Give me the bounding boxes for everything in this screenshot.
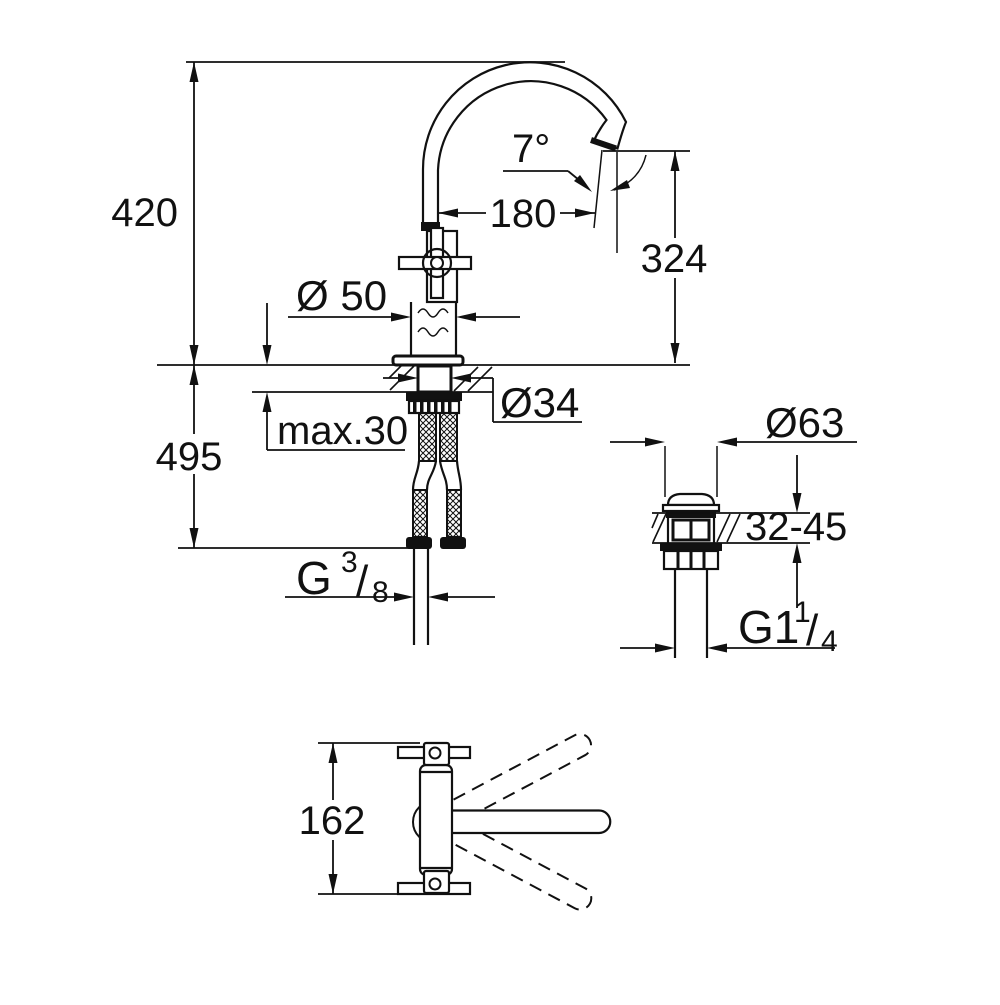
popup-waste bbox=[660, 492, 722, 658]
swivel-spout-upper bbox=[453, 733, 592, 821]
dimension-32-45: 32-45 bbox=[745, 455, 847, 608]
dimension-495: 495 bbox=[156, 365, 223, 548]
dimension-7deg: 7° bbox=[503, 127, 647, 253]
hose-right-connector bbox=[440, 537, 466, 549]
handle-screw bbox=[430, 256, 444, 270]
label-g38-slash: / bbox=[356, 557, 369, 606]
body-column bbox=[409, 302, 458, 356]
outlet-angle-line bbox=[593, 149, 603, 229]
supply-hoses bbox=[406, 412, 466, 645]
label-dia50: Ø 50 bbox=[296, 272, 387, 319]
spout-plan bbox=[436, 809, 612, 835]
dimension-324: 324 bbox=[603, 150, 710, 363]
handle-assembly bbox=[397, 222, 473, 304]
label-324: 324 bbox=[641, 237, 708, 281]
label-180: 180 bbox=[490, 192, 557, 236]
label-g114-numerator: 1 bbox=[794, 596, 811, 629]
body-plan bbox=[418, 763, 454, 877]
handle-hub bbox=[421, 247, 453, 279]
handle-plan-bottom bbox=[396, 869, 472, 896]
hose-right-upper bbox=[439, 412, 458, 462]
dimension-max30: max.30 bbox=[262, 303, 408, 453]
dimension-162: 162 bbox=[299, 742, 428, 895]
label-420: 420 bbox=[111, 191, 178, 235]
label-dia63: Ø63 bbox=[765, 399, 844, 446]
handle-plan-top bbox=[396, 741, 472, 767]
front-view: 420 495 max.30 bbox=[111, 61, 710, 645]
label-495: 495 bbox=[156, 435, 223, 479]
waste-cap-flange bbox=[661, 503, 721, 513]
hose-left-lower bbox=[412, 489, 428, 538]
waste-flange-nut bbox=[660, 543, 722, 551]
handle-screw-bottom bbox=[428, 877, 442, 891]
label-g38-numerator: 3 bbox=[341, 546, 358, 579]
dimension-420: 420 bbox=[111, 62, 199, 365]
dimension-180: 180 bbox=[438, 192, 595, 236]
dimension-g114: G1 1 / 4 bbox=[620, 596, 838, 658]
top-view: 162 bbox=[299, 733, 612, 911]
waste-cap-dome bbox=[666, 492, 716, 507]
label-g38-prefix: G bbox=[296, 552, 332, 604]
deck-section bbox=[651, 512, 810, 544]
label-7deg: 7° bbox=[512, 127, 550, 171]
dimension-dia34: Ø34 bbox=[383, 373, 582, 426]
dimension-g38: G 3 / 8 bbox=[285, 546, 495, 609]
spout-collar bbox=[421, 222, 440, 231]
hose-left-upper bbox=[418, 412, 437, 462]
mounting-area bbox=[388, 354, 493, 415]
dimension-dia50: Ø 50 bbox=[288, 272, 520, 322]
label-32-45: 32-45 bbox=[745, 505, 847, 549]
hose-right-lower bbox=[446, 489, 462, 538]
label-g114-prefix: G1 bbox=[738, 601, 799, 653]
drain-side-view: Ø63 bbox=[610, 399, 857, 658]
lock-nut bbox=[406, 392, 462, 401]
swivel-spout-lower bbox=[453, 823, 593, 911]
hose-left-connector bbox=[406, 537, 432, 549]
label-max30: max.30 bbox=[277, 409, 408, 453]
spout-outlet-face bbox=[590, 137, 617, 152]
label-162: 162 bbox=[299, 799, 366, 843]
label-g114-slash: / bbox=[806, 606, 819, 655]
label-dia34: Ø34 bbox=[500, 379, 579, 426]
dimension-dia63: Ø63 bbox=[610, 399, 857, 497]
label-g38-denominator: 8 bbox=[372, 576, 389, 609]
label-g114-denominator: 4 bbox=[821, 625, 838, 658]
mounting-shank bbox=[416, 364, 453, 394]
handle-screw-top bbox=[428, 746, 442, 760]
spout-gooseneck bbox=[421, 61, 628, 231]
base-plate bbox=[391, 354, 465, 367]
waste-collar bbox=[666, 511, 716, 518]
